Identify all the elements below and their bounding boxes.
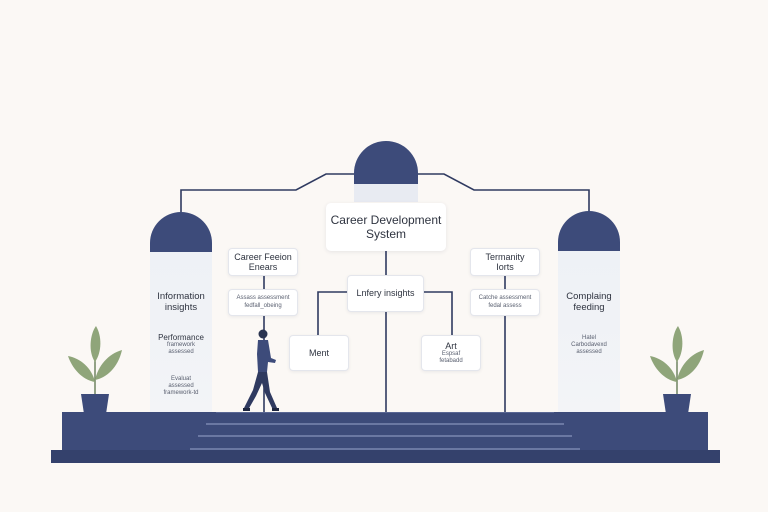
node-catch-sub-line2: fedal assess [488,302,522,309]
node-career-feedback: Career Feeion Enears [228,248,298,276]
node-career-feedback-sub-line1: Assass assessment [236,295,290,302]
right-pillar-title-line1: Complaing [566,291,612,302]
left-pillar-shaft [150,252,212,412]
left-pillar-sub1-line3: assessed [168,349,194,356]
node-art-line3: fetabadd [439,358,463,365]
left-pillar-title: Information insights [150,291,212,314]
stair-step-2 [198,435,572,437]
potted-plant-icon [68,326,122,414]
right-pillar: Complaing feeding Hatel Carbodavexd asse… [558,211,620,412]
node-terminity-line1: Termanity [485,251,525,262]
node-art-line1: Art [445,340,457,351]
node-terminity: Termanity Iorts [470,248,540,276]
stair-step-1 [206,423,564,425]
left-pillar-cap [150,212,212,252]
node-ment: Ment [289,335,349,371]
left-pillar-sub2: Evaluat assessed framework-td [150,376,212,397]
node-art-line2: Espsaf [441,350,461,357]
root-title-line1: Career Development [330,212,442,227]
right-pillar-sub-line3: assessed [576,348,602,355]
right-pillar-title: Complaing feeding [558,291,620,314]
platform-edge [216,412,554,413]
right-pillar-sub-line1: Hatel [581,335,596,341]
node-terminity-line2: Iorts [496,262,514,272]
left-pillar-sub1-line1: Performance [158,333,204,342]
node-career-feedback-line2: Enears [248,262,278,272]
node-art: Art Espsaf fetabadd [421,335,481,371]
node-career-feedback-sub-line2: fedfall_obeing [244,302,282,309]
right-pillar-title-line2: feeding [573,301,605,313]
right-pillar-cap [558,211,620,251]
right-pillar-sub: Hatel Carbodavexd assessed [558,335,620,356]
central-dome [354,141,418,185]
left-pillar-sub2-line1: Evaluat [170,376,191,382]
left-pillar: Information insights Performance framewo… [150,212,212,412]
platform [62,412,708,452]
right-pillar-shaft [558,251,620,412]
left-pillar-sub2-line3: framework-td [163,389,199,396]
left-pillar-title-line1: Information [157,291,205,302]
platform-base [51,450,720,463]
root-node: Career Development System [326,203,446,251]
potted-plant-icon [650,326,704,414]
node-ment-line1: Ment [308,347,329,358]
node-career-feedback-line1: Career Feeion [234,251,292,262]
left-pillar-sub2-line2: assessed [168,382,194,389]
node-catch-sub: Catche assessment fedal assess [470,289,540,316]
stair-step-3 [190,448,580,450]
central-dome-band [354,184,418,202]
node-career-feedback-sub: Assass assessment fedfall_obeing [228,289,298,316]
left-pillar-title-line2: insights [164,301,198,313]
node-industry-insights: Lnfery insights [347,275,424,312]
left-pillar-sub1: Performance framework assessed [150,333,212,356]
node-catch-sub-line1: Catche assessment [478,295,532,302]
right-pillar-sub-line2: Carbodavexd [571,341,607,348]
node-industry-insights-line1: Lnfery insights [356,288,415,299]
root-title-line2: System [365,227,406,241]
person-walking-icon [243,329,279,411]
left-pillar-sub1-line2: framework [166,342,195,349]
